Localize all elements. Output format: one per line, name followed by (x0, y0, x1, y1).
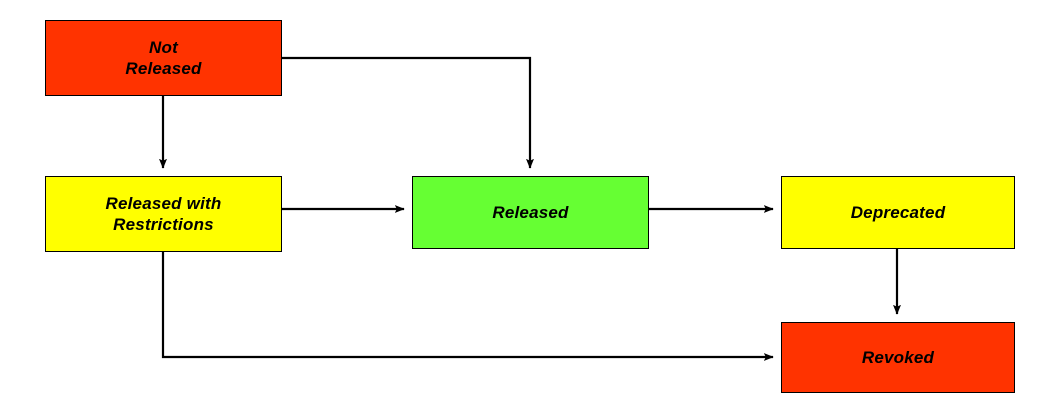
state-node-released[interactable]: Released (412, 176, 649, 249)
state-node-released-with-restrictions[interactable]: Released with Restrictions (45, 176, 282, 252)
edge-released-with-restrictions-to-revoked (161, 252, 774, 361)
state-node-revoked[interactable]: Revoked (781, 322, 1015, 393)
state-node-deprecated[interactable]: Deprecated (781, 176, 1015, 249)
state-label-deprecated: Deprecated (850, 203, 946, 222)
edge-not-released-to-released (282, 56, 534, 169)
state-label-revoked: Revoked (861, 348, 935, 367)
state-label-released-with-restrictions: Released with Restrictions (105, 194, 222, 234)
state-label-not-released: Not Released (125, 38, 202, 78)
state-node-not-released[interactable]: Not Released (45, 20, 282, 96)
state-label-released: Released (492, 203, 569, 222)
